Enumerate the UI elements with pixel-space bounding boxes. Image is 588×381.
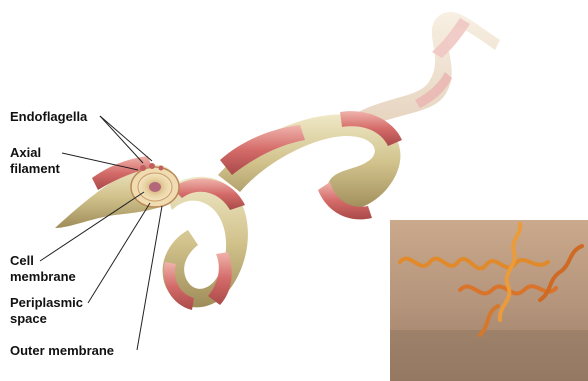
inset-photo — [390, 220, 588, 381]
label-cell-membrane: Cell — [10, 253, 34, 268]
leader-endoflagella — [100, 116, 152, 161]
labels: Endoflagella Axial filament Cell membran… — [10, 109, 162, 358]
label-periplasmic-space: space — [10, 311, 47, 326]
leader-outer-membrane — [137, 206, 162, 350]
label-periplasmic-space: Periplasmic — [10, 295, 83, 310]
label-cell-membrane: membrane — [10, 269, 76, 284]
leader-endoflagella — [100, 116, 143, 163]
label-endoflagella: Endoflagella — [10, 109, 88, 124]
label-outer-membrane: Outer membrane — [10, 343, 114, 358]
spirochete-band — [208, 252, 232, 305]
label-axial-filament: Axial — [10, 145, 41, 160]
label-axial-filament: filament — [10, 161, 61, 176]
